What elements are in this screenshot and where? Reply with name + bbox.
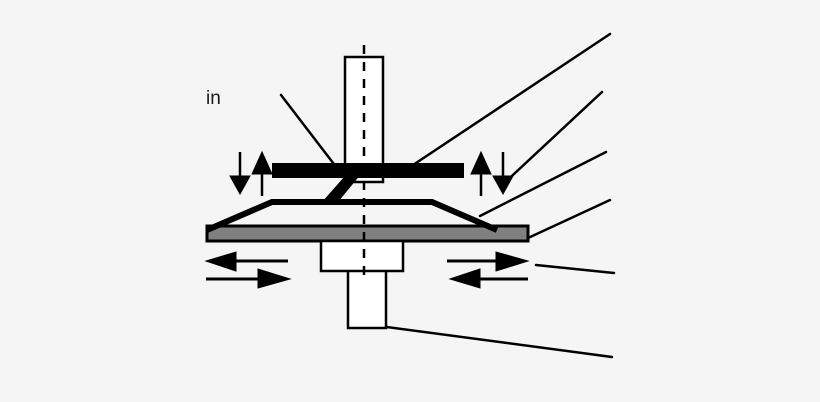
weld-symbol-diagonal [322, 168, 366, 202]
leader-line-upper-1 [408, 32, 612, 169]
up-arrow-head-left [251, 150, 273, 175]
up-arrow-head-right [470, 150, 492, 175]
leader-line-lateral [534, 263, 616, 275]
right-arrow-head-upper [495, 251, 530, 272]
top-left-note: in [206, 88, 221, 109]
electrode-bar [272, 163, 464, 178]
vertical-arrow-pair-left [229, 150, 273, 196]
leader-line-upper-3 [478, 150, 608, 218]
vertical-arrow-pair-right [470, 150, 514, 196]
leader-line-lower-shaft [377, 324, 614, 359]
leader-line-plate [526, 198, 612, 240]
left-arrow-head-upper [204, 251, 237, 272]
horizontal-arrow-pair-right [447, 251, 530, 289]
leader-lines-group [279, 32, 616, 359]
lower-shaft-group [319, 239, 405, 330]
horizontal-arrow-pair-left [204, 251, 292, 289]
lower-shaft-collar [319, 239, 405, 273]
base-plate [205, 224, 530, 243]
base-plate-group [205, 224, 530, 243]
left-arrow-head-lower [448, 268, 481, 289]
down-arrow-head-left [229, 175, 251, 196]
right-arrow-head-lower [257, 268, 292, 289]
down-arrow-head-right [492, 175, 514, 196]
leader-line-upper-2 [498, 90, 604, 189]
trapezoid-weld-pool [205, 199, 499, 233]
leader-line-electrode [279, 93, 342, 174]
